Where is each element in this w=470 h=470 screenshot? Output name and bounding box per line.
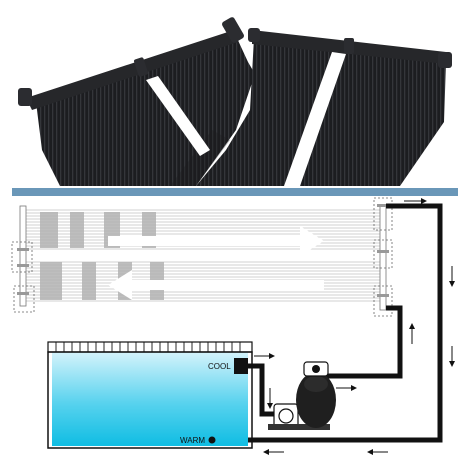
pool-wall bbox=[47, 351, 253, 449]
upper-flow-arrow bbox=[108, 226, 324, 256]
warm-inlet-fitting bbox=[208, 436, 216, 444]
supply-pipe bbox=[318, 305, 403, 379]
sand-filter-pump-icon bbox=[268, 361, 336, 430]
lower-flow-arrow bbox=[108, 270, 324, 300]
left-panel-pipe-end bbox=[222, 17, 244, 43]
left-panel-gap bbox=[146, 76, 210, 156]
cool-outlet-fitting bbox=[234, 358, 248, 374]
pool-water bbox=[52, 352, 248, 446]
pool-coping-tiles bbox=[55, 342, 241, 352]
right-panel-pipe-end bbox=[438, 52, 452, 68]
left-panel-header-pipe bbox=[26, 30, 238, 110]
cool-label: COOL bbox=[208, 362, 231, 371]
swimming-pool: COOL WARM bbox=[47, 341, 253, 449]
left-panel-pipe-inlet bbox=[18, 88, 32, 106]
right-manifold bbox=[373, 197, 393, 317]
collector-schematic bbox=[11, 197, 393, 317]
warm-label: WARM bbox=[180, 436, 205, 445]
section-divider-bar bbox=[12, 188, 458, 196]
pool-coping bbox=[47, 341, 253, 353]
return-pipe bbox=[212, 203, 443, 443]
solar-collector-panels-photo bbox=[18, 17, 452, 186]
right-panel-gap bbox=[284, 52, 346, 186]
left-manifold bbox=[11, 205, 35, 313]
flow-direction-arrows bbox=[254, 198, 455, 455]
